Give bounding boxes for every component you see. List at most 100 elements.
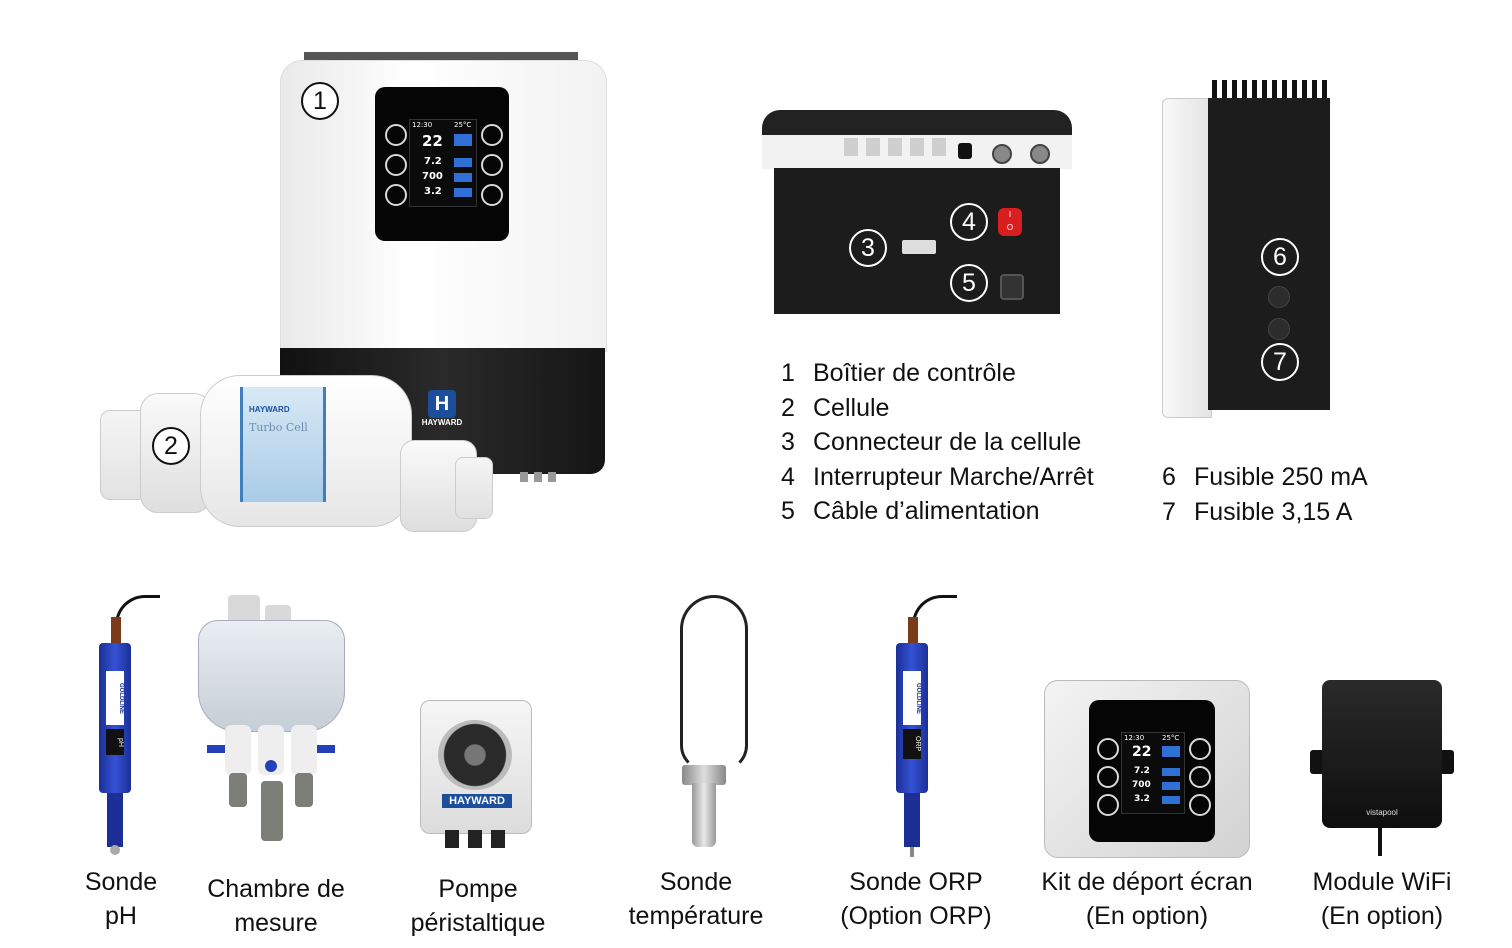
coax-connector [992, 144, 1012, 164]
button-icon [385, 154, 407, 176]
lcd-screen: 12:30 25°C 22 7.2 700 3.2 [1121, 732, 1185, 814]
button-icon [1189, 794, 1211, 816]
probe-pin [910, 847, 914, 857]
lcd-clock: 12:30 [1124, 734, 1145, 742]
wifi-module: vistapool [1310, 680, 1456, 858]
callout-5: 5 [950, 264, 988, 302]
lcd-orp: 700 [422, 171, 443, 182]
control-box-bottom-view: I O [762, 110, 1072, 314]
lcd-temperature: 25°C [1162, 734, 1180, 742]
button-icon [481, 184, 503, 206]
lcd-ph: 7.2 [424, 156, 442, 167]
callout-6: 6 [1261, 238, 1299, 276]
chamber-outlet [229, 773, 247, 807]
chamber-valve [225, 725, 251, 775]
probe-cap [908, 617, 918, 647]
chamber-outlet [261, 781, 283, 841]
button-icon [481, 154, 503, 176]
lcd-production: 22 [1132, 744, 1152, 760]
switch-off-mark: O [1006, 223, 1014, 232]
measuring-chamber [193, 595, 348, 860]
cell-label: HAYWARD Turbo Cell [240, 387, 326, 502]
lcd-temperature: 25°C [454, 121, 472, 129]
probe-cap [111, 617, 121, 647]
hayward-wordmark: HAYWARD [421, 418, 463, 427]
pump-fitting [491, 830, 505, 848]
bottom-connectors [520, 472, 560, 482]
gland-connector [958, 143, 972, 159]
cell-brand: HAYWARD [249, 405, 290, 414]
lcd-orp: 700 [1132, 780, 1151, 790]
coax-connector [1030, 144, 1050, 164]
vent-slots [844, 138, 954, 158]
cell-connector [902, 240, 936, 254]
lcd-clock: 12:30 [412, 121, 433, 129]
lcd-screen: 12:30 25°C 22 7.2 700 3.2 [409, 119, 477, 207]
callout-2: 2 [152, 427, 190, 465]
wifi-body [1322, 680, 1442, 828]
button-icon [1189, 766, 1211, 788]
cell-name: Turbo Cell [249, 421, 308, 434]
pump-fitting [468, 830, 482, 848]
orp-probe: GOLDLINE ORP [888, 595, 958, 865]
probe-body: GOLDLINE ORP [896, 643, 928, 793]
probe-tip [107, 793, 123, 847]
button-icon [1097, 766, 1119, 788]
probe-type-band: pH [106, 729, 124, 755]
wifi-mount-tab [1310, 750, 1324, 774]
lcd-ph: 7.2 [1134, 766, 1150, 776]
chamber-bowl [198, 620, 345, 732]
probe-tip [904, 793, 920, 847]
pump-head [438, 720, 512, 790]
wifi-brand: vistapool [1366, 808, 1398, 817]
control-display-panel: 12:30 25°C 22 7.2 700 3.2 [375, 87, 509, 241]
probe-brand-band: GOLDLINE [903, 671, 921, 725]
chamber-top-fitting [228, 595, 260, 623]
side-view-white-front [1162, 98, 1212, 418]
probe-type-band: ORP [903, 729, 921, 759]
temperature-probe [670, 595, 760, 855]
chamber-valve [291, 725, 317, 775]
lcd-salt: 3.2 [424, 186, 442, 197]
power-cable-socket [1000, 274, 1024, 300]
chamber-outlet [295, 773, 313, 807]
lcd-production: 22 [422, 132, 443, 150]
caption-module-wifi: Module WiFi(En option) [1312, 868, 1452, 930]
control-box-top-bar [304, 52, 578, 60]
button-icon [1097, 738, 1119, 760]
power-switch: I O [998, 208, 1022, 236]
caption-kit-deport-ecran: Kit de déport écran(En option) [1041, 868, 1253, 930]
probe-bulb [110, 845, 120, 855]
callout-4: 4 [950, 203, 988, 241]
probe-cable [115, 595, 160, 648]
wifi-cable [1378, 828, 1382, 856]
fuse-holder-2 [1268, 318, 1290, 340]
heatsink-fins [1212, 80, 1328, 102]
pump-fitting [445, 830, 459, 848]
caption-sonde-orp: Sonde ORP(Option ORP) [840, 868, 992, 930]
probe-brand-band: GOLDLINE [106, 671, 124, 725]
switch-on-mark: I [1008, 210, 1012, 219]
remote-display-kit: 12:30 25°C 22 7.2 700 3.2 [1044, 680, 1250, 860]
lcd-salt: 3.2 [1134, 794, 1150, 804]
pump-brand: HAYWARD [442, 794, 512, 808]
fuse-holder-1 [1268, 286, 1290, 308]
temperature-sensor-body [692, 783, 716, 847]
probe-cable [912, 595, 957, 648]
button-icon [385, 124, 407, 146]
valve-handle [317, 745, 335, 753]
button-icon [481, 124, 503, 146]
control-box-side-view [1160, 80, 1332, 430]
